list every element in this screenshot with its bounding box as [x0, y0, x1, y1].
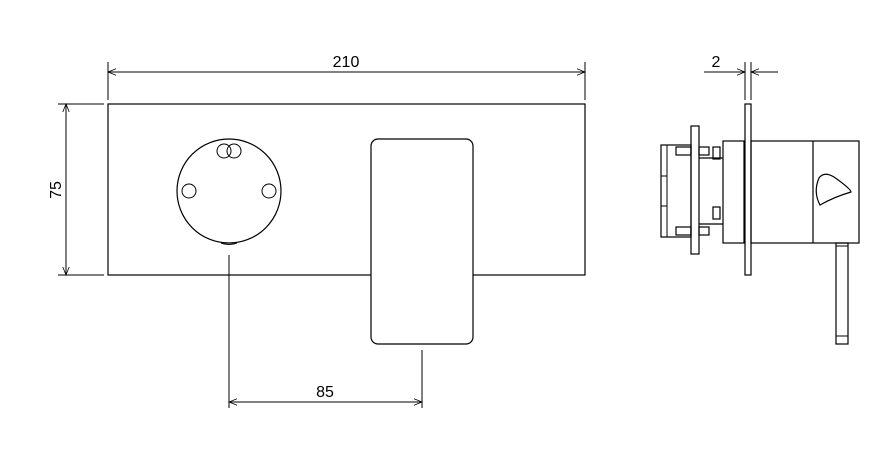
dimension-210-label: 210 — [333, 54, 360, 71]
dimension-2-label: 2 — [712, 54, 721, 71]
lever-handle — [370, 138, 474, 345]
clip-top — [712, 146, 721, 160]
knob-notch — [220, 242, 238, 245]
side-view: 2 — [660, 54, 860, 345]
lever-stem — [835, 242, 849, 345]
dimension-2: 2 — [704, 54, 778, 100]
dimension-85: 85 — [229, 255, 422, 408]
valve-body — [722, 140, 745, 244]
handle-cam — [815, 173, 852, 206]
knob-hole-right — [261, 183, 277, 199]
dimension-75: 75 — [48, 104, 104, 275]
knob-outline — [176, 138, 282, 244]
screw-top-right — [698, 146, 710, 156]
dimension-210: 210 — [108, 54, 585, 100]
knob-hole-top-left — [216, 143, 232, 159]
screw-bottom-left — [675, 226, 692, 236]
rear-body — [660, 144, 692, 238]
handle-housing — [750, 140, 860, 244]
side-wall-plate — [744, 103, 752, 276]
wall-plate — [107, 103, 586, 276]
clip-bottom — [712, 206, 721, 220]
front-view: 210 75 85 — [48, 54, 585, 408]
screw-bottom-right — [698, 226, 710, 236]
knob-hole-left — [181, 183, 197, 199]
diverter-knob — [176, 138, 282, 245]
mounting-bracket — [690, 125, 700, 255]
screw-top-left — [675, 146, 692, 156]
dimension-85-label: 85 — [316, 384, 334, 401]
knob-hole-top-right — [226, 143, 242, 159]
dimension-75-label: 75 — [48, 181, 65, 199]
